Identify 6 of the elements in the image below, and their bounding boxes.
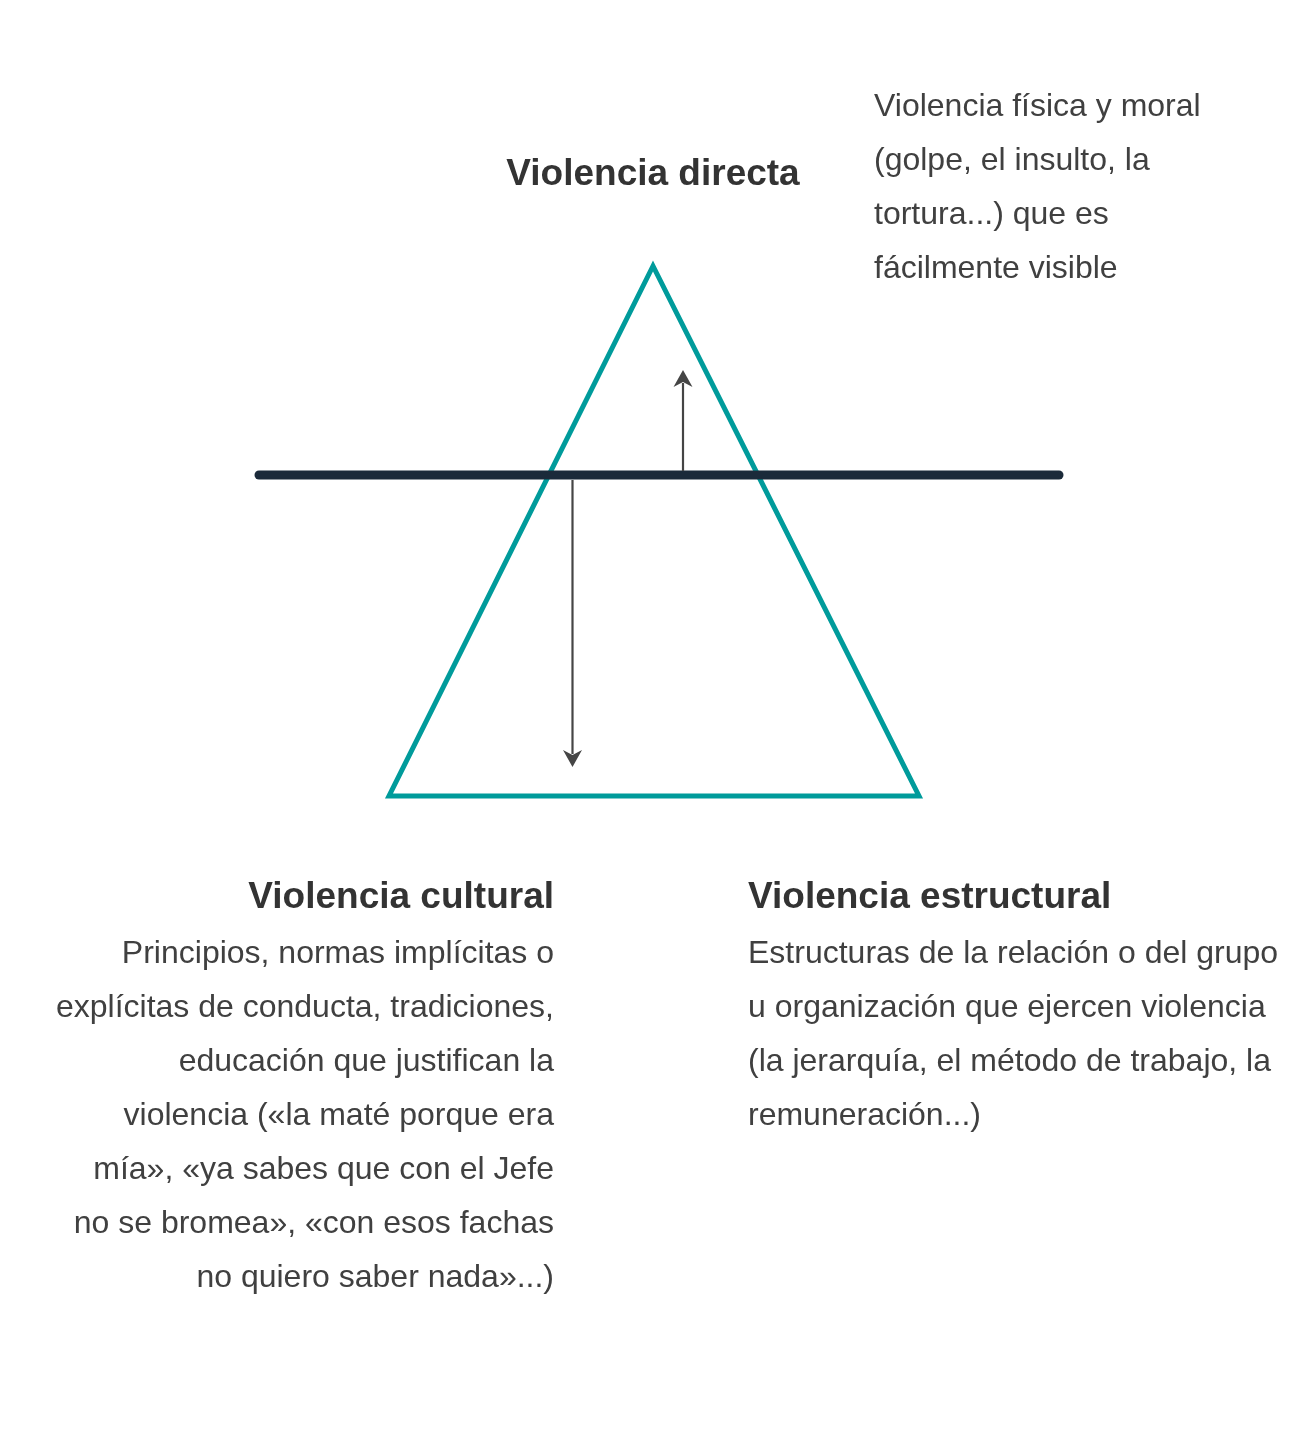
description-text: Principios, normas implícitas o explícitas de conducta, tradiciones, educación que justifican la violencia («la maté porque era mía», «ya sabes que con el Jefe no se bromea», «con esos fachas no quiero saber nada»...) — [54, 933, 554, 1296]
section-heading: Violencia directa — [506, 151, 800, 195]
section-heading: Violencia estructural — [748, 874, 1112, 918]
description-text: Violencia física y moral (golpe, el insulto, la tortura...) que es fácilmente visible — [874, 86, 1202, 287]
section-heading: Violencia cultural — [248, 874, 554, 918]
description-text: Estructuras de la relación o del grupo u organización que ejercen violencia (la jerarquía, el método de trabajo, la remuneración...) — [748, 933, 1280, 1134]
